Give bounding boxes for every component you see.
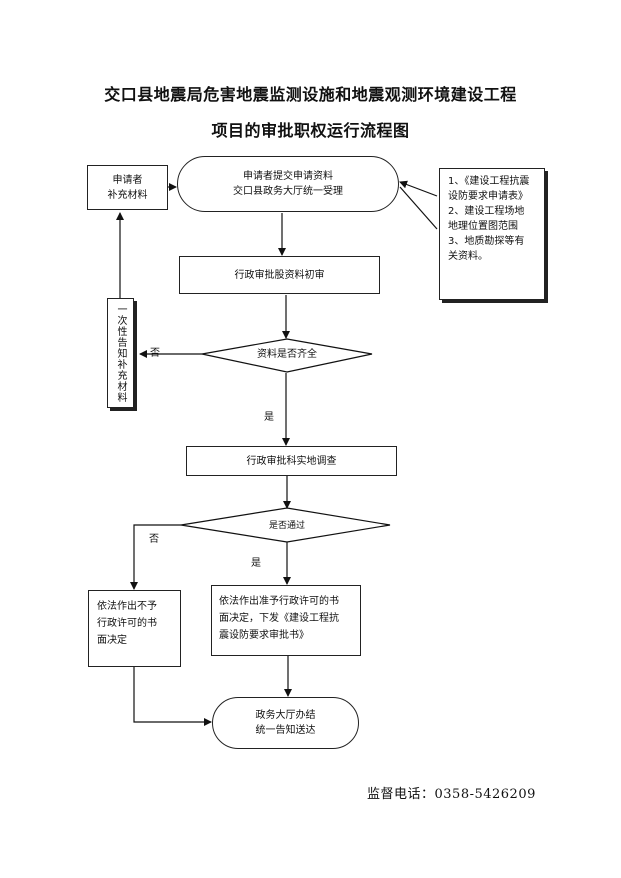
submit-line2: 交口县政务大厅统一受理 [233,186,343,197]
diamond-pass-check [180,507,391,543]
deny-box: 依法作出不予 行政许可的书 面决定 [88,590,181,667]
deny-line1: 依法作出不予 [97,601,157,612]
complete-check-label: 资料是否齐全 [257,349,317,360]
deny-line2: 行政许可的书 [97,618,157,629]
line-materials-to-submit-2 [399,186,438,230]
site-survey-label: 行政审批科实地调查 [246,455,337,467]
supplement-line1: 申请者 [112,174,143,186]
prelim-review-label: 行政审批股资料初审 [234,269,325,281]
page-title-line1: 交口县地震局危害地震监测设施和地震观测环境建设工程 [104,85,517,104]
site-survey-box: 行政审批科实地调查 [186,446,397,476]
notify-box: 一次性告知补充材料 [107,298,134,408]
supplement-line2: 补充材料 [107,189,148,201]
submit-oval: 申请者提交申请资料 交口县政务大厅统一受理 [177,156,399,212]
notify-label: 一次性告知补充材料 [115,303,126,403]
finish-oval: 政务大厅办结 统一告知送达 [212,697,359,749]
approve-line3: 震设防要求审批书》 [219,630,309,641]
materials-line6: 关资料。 [448,251,488,262]
finish-line1: 政务大厅办结 [255,710,316,721]
page-title-line2: 项目的审批职权运行流程图 [211,121,410,140]
materials-box: 1、《建设工程抗震 设防要求申请表》 2、建设工程场地 地理位置图范围 3、地质… [439,168,545,300]
prelim-review-box: 行政审批股资料初审 [179,256,380,294]
label-no-1: 否 [150,348,160,359]
diamond-complete-check [201,338,373,373]
approve-line2: 面决定，下发《建设工程抗 [219,613,339,624]
approve-line1: 依法作出准予行政许可的书 [219,596,339,607]
deny-line3: 面决定 [97,635,127,646]
materials-line2: 设防要求申请表》 [448,191,528,202]
label-yes-1: 是 [264,412,274,423]
submit-line1: 申请者提交申请资料 [243,171,333,182]
supplement-box: 申请者 补充材料 [87,165,168,210]
label-yes-2: 是 [251,558,261,569]
supervision-phone: 监督电话：0358-5426209 [367,787,536,802]
arrow-materials-to-submit [399,180,438,197]
finish-line2: 统一告知送达 [255,725,316,736]
materials-line1: 1、《建设工程抗震 [448,176,530,187]
approve-box: 依法作出准予行政许可的书 面决定，下发《建设工程抗 震设防要求审批书》 [211,585,361,656]
materials-line5: 3、地质勘探等有 [448,236,525,247]
pass-check-label: 是否通过 [268,521,305,531]
label-no-2: 否 [149,534,159,545]
materials-line4: 地理位置图范围 [448,221,518,232]
arrow-deny-to-finish [133,667,212,726]
arrow-pass-to-deny [130,524,181,590]
materials-line3: 2、建设工程场地 [448,206,525,217]
